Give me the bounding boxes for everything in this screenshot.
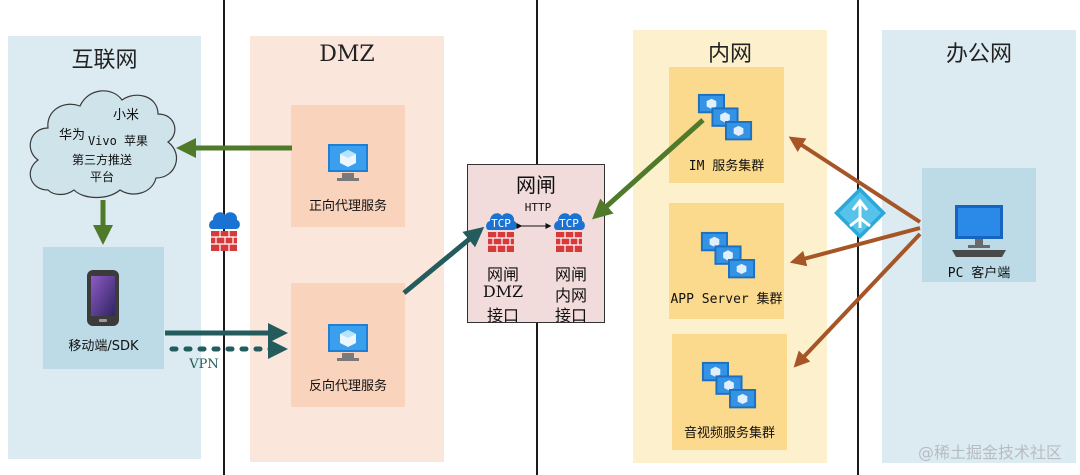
pc-client-box: PC 客户端: [922, 168, 1036, 282]
app-cluster-label: APP Server 集群: [670, 292, 783, 307]
gateway-in-iface-2: 内网: [554, 286, 587, 305]
arrow-pc-to-app: [789, 226, 921, 267]
gateway-dmz-iface-3: 接口: [486, 306, 519, 325]
firewall-icon: [208, 211, 241, 252]
separator-intranet-office: [857, 0, 859, 475]
desktop-computer-icon: [952, 205, 1006, 257]
mobile-sdk-label: 移动端/SDK: [68, 339, 139, 354]
office-zone-title: 办公网: [945, 42, 1012, 67]
gateway-http-label: HTTP: [524, 201, 552, 214]
tcp-label-in: TCP: [559, 217, 579, 230]
im-cluster-label: IM 服务集群: [688, 159, 765, 174]
gateway-title: 网闸: [516, 173, 556, 197]
pc-client-label: PC 客户端: [947, 266, 1011, 281]
arrow-pc-to-im: [788, 136, 922, 224]
router-icon: [834, 187, 886, 239]
mobile-phone-icon: [87, 270, 119, 326]
tcp-label-dmz: TCP: [491, 217, 511, 230]
av-cluster-icon: [701, 361, 757, 409]
watermark: @稀土掘金技术社区: [917, 443, 1062, 462]
gateway-dmz-iface-2: DMZ: [482, 282, 524, 301]
reverse-proxy-label: 反向代理服务: [308, 379, 387, 394]
gateway-in-iface-1: 网闸: [554, 265, 587, 284]
reverse-proxy-box: 反向代理服务: [291, 283, 405, 407]
arrow-reverse-proxy-to-gateway: [402, 226, 485, 295]
cloud-line3: 第三方推送: [72, 152, 132, 167]
gateway-dmz-iface-1: 网闸: [486, 265, 519, 284]
arrow-im-to-gateway: [592, 118, 705, 220]
app-cluster-icon: [700, 231, 756, 279]
vpn-label: VPN: [188, 357, 219, 372]
im-cluster-icon: [697, 93, 753, 141]
dmz-zone-title: DMZ: [319, 42, 375, 67]
forward-proxy-label: 正向代理服务: [308, 199, 387, 214]
av-cluster-label: 音视频服务集群: [683, 426, 775, 441]
gateway-in-iface-3: 接口: [554, 306, 587, 325]
cloud-line2a: 华为: [59, 128, 85, 143]
forward-proxy-box: 正向代理服务: [291, 105, 405, 227]
push-platform-cloud: [29, 90, 178, 199]
internet-zone-title: 互联网: [71, 48, 138, 73]
server-vm-icon: [328, 324, 368, 361]
cloud-line2b: Vivo 苹果: [88, 134, 148, 148]
mobile-sdk-box: 移动端/SDK: [43, 247, 164, 369]
server-vm-icon: [328, 144, 368, 181]
arrow-pc-to-av: [793, 232, 922, 368]
intranet-zone-title: 内网: [707, 42, 752, 67]
cloud-line4: 平台: [90, 169, 114, 184]
cloud-line1: 小米: [113, 108, 139, 123]
